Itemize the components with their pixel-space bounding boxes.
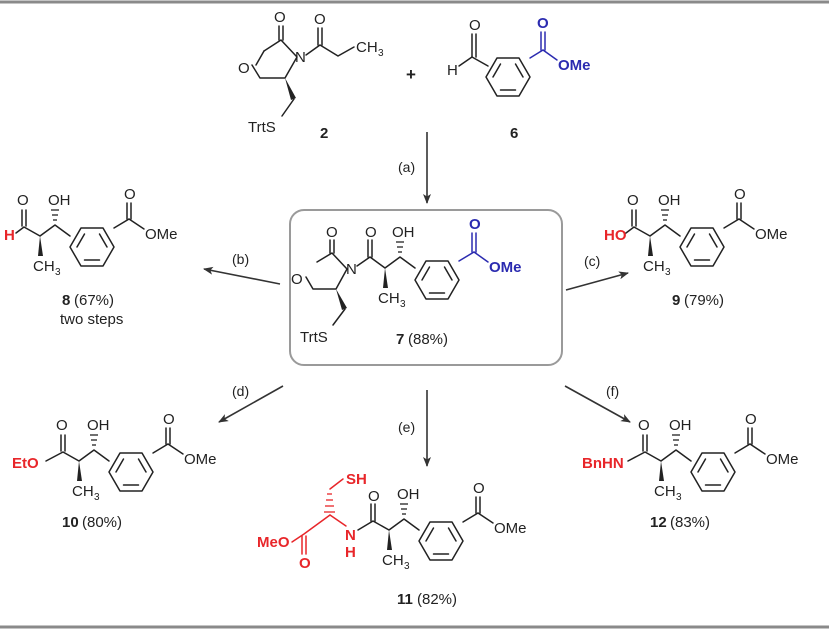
atom-n: N [295,49,306,66]
compound-11: SH MeO O N H O OH CH 3 O [257,471,527,608]
arrow-d [218,385,284,423]
sh-label: SH [346,471,367,488]
yield: (67%) [74,292,114,309]
nh-h: H [345,544,356,561]
ch3-subscript: 3 [665,267,671,278]
yield: (82%) [417,591,457,608]
ch3-subscript: 3 [55,267,61,278]
trts-label: TrtS [248,119,276,136]
ch3-label: CH [382,552,404,569]
red-h: H [4,227,15,244]
arrow-c [565,271,629,291]
atom-o: O [17,192,29,209]
compound-number: 6 [510,125,518,142]
atom-o: O [365,224,377,241]
ome-label: OMe [489,259,522,276]
ch3-label: CH [33,258,55,275]
ome-label: OMe [558,57,591,74]
compound-number: 9 [672,292,680,309]
highlight-box [289,209,563,366]
oh-label: OH [87,417,110,434]
ho-label: HO [604,227,627,244]
compound-8: O H CH 3 OH O OMe 8 (67%) two steps [4,186,178,328]
ome-label: OMe [145,226,178,243]
atom-o: O [734,186,746,203]
atom-o: O [537,15,549,32]
yield: (80%) [82,514,122,531]
ch3-label: CH [356,39,378,56]
compound-number: 2 [320,125,328,142]
step-label-b: (b) [232,251,249,267]
meo-label: MeO [257,534,290,551]
yield: (83%) [670,514,710,531]
ome-label: OMe [755,226,788,243]
oh-label: OH [669,417,692,434]
trts-label: TrtS [300,329,328,346]
atom-o: O [291,271,303,288]
atom-o: O [314,11,326,28]
arrow-b [203,266,281,285]
atom-o: O [473,480,485,497]
compound-2: O O N O CH 3 TrtS 2 [238,9,384,142]
compound-12: O BnHN CH 3 OH O OMe 12 (83%) [582,411,799,531]
nh-n: N [345,527,356,544]
oh-label: OH [658,192,681,209]
ch3-label: CH [643,258,665,275]
step-label-e: (e) [398,419,415,435]
compound-number: 10 [62,514,79,531]
atom-o: O [469,17,481,34]
step-label-f: (f) [606,383,619,399]
compound-9: O HO CH 3 OH O OMe 9 (79%) [604,186,788,309]
ch3-subscript: 3 [400,299,406,310]
arrow-f [564,385,631,423]
atom-h: H [447,62,458,79]
step-label-c: (c) [584,253,600,269]
ome-label: OMe [494,520,527,537]
step-label-a: (a) [398,159,415,175]
plus-sign: + [406,65,416,84]
atom-o: O [326,224,338,241]
ome-label: OMe [184,451,217,468]
ch3-subscript: 3 [676,492,682,503]
compound-number: 8 [62,292,70,309]
atom-o: O [124,186,136,203]
bnhn-label: BnHN [582,455,624,472]
atom-o: O [638,417,650,434]
ch3-subscript: 3 [404,561,410,572]
step-label-d: (d) [232,383,249,399]
ch3-subscript: 3 [94,492,100,503]
atom-o: O [368,488,380,505]
ch3-label: CH [72,483,94,500]
atom-o: O [56,417,68,434]
atom-o: O [163,411,175,428]
note: two steps [60,311,123,328]
ch3-subscript: 3 [378,48,384,59]
atom-o: O [238,60,250,77]
compound-number: 7 [396,331,404,348]
ome-label: OMe [766,451,799,468]
compound-7: O O N O OH CH 3 O OMe TrtS 7 (88%) [291,216,522,348]
compound-number: 11 [397,591,413,608]
yield: (88%) [408,331,448,348]
atom-o: O [299,555,311,572]
oh-label: OH [397,486,420,503]
compound-6: H O O OMe 6 [447,15,591,142]
atom-o: O [627,192,639,209]
atom-o: O [274,9,286,26]
ch3-label: CH [654,483,676,500]
compound-number: 12 [650,514,667,531]
atom-o: O [469,216,481,233]
eto-label: EtO [12,455,39,472]
oh-label: OH [48,192,71,209]
compound-10: O EtO CH 3 OH O OMe 10 (80%) [12,411,217,531]
oh-label: OH [392,224,415,241]
atom-o: O [745,411,757,428]
yield: (79%) [684,292,724,309]
ch3-label: CH [378,290,400,307]
atom-n: N [346,261,357,278]
